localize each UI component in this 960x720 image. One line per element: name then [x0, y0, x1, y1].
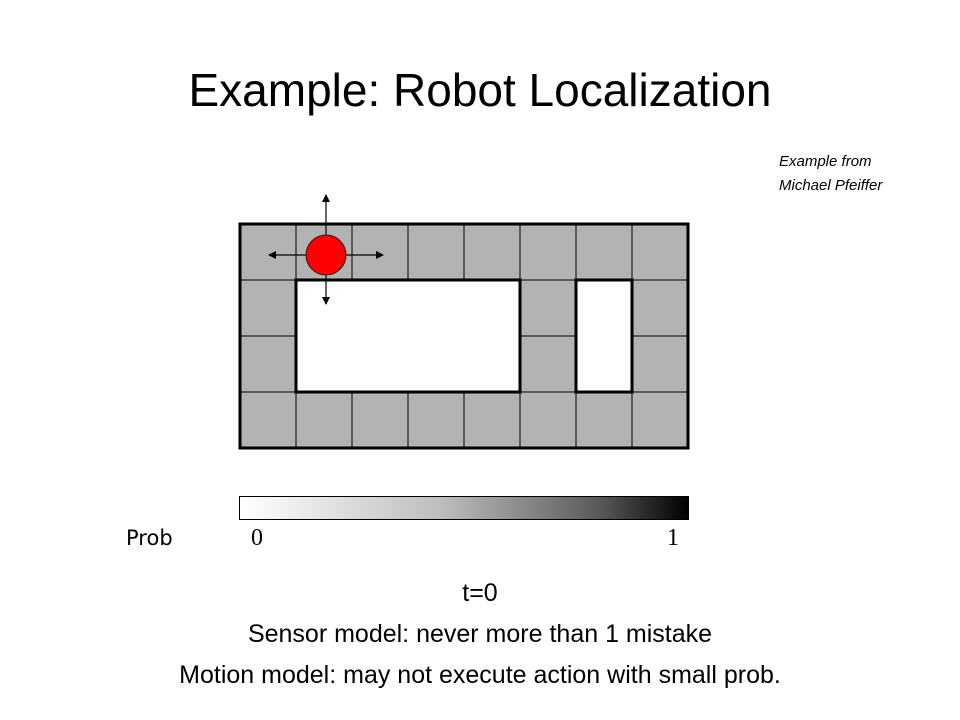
slide-title: Example: Robot Localization — [188, 64, 772, 116]
example-credit: Example from Michael Pfeiffer — [779, 150, 882, 198]
credit-line-2: Michael Pfeiffer — [779, 177, 883, 194]
open-region — [294, 278, 522, 394]
sensor-model-text: Sensor model: never more than 1 mistake — [247, 620, 713, 648]
colorbar-max-label: 1 — [667, 525, 679, 551]
probability-colorbar — [239, 496, 689, 520]
colorbar-min-label: 0 — [251, 525, 263, 551]
grid-outer-wall — [238, 222, 690, 450]
credit-line-1: Example from — [779, 153, 872, 170]
colorbar-label: Prob — [126, 526, 173, 550]
robot-marker — [305, 234, 347, 276]
open-region — [574, 278, 634, 394]
motion-model-text: Motion model: may not execute action wit… — [179, 661, 781, 689]
timestep-label: t=0 — [462, 579, 498, 607]
